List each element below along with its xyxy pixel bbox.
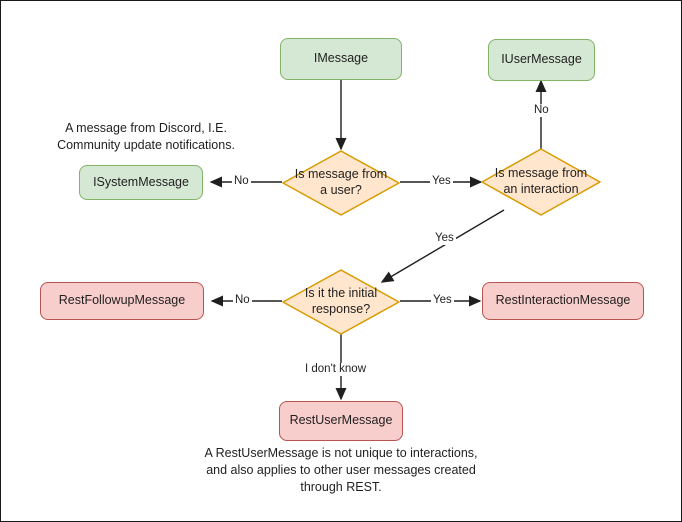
- node-isystemmessage[interactable]: ISystemMessage: [79, 165, 203, 200]
- node-is-message-from-interaction[interactable]: Is message from an interaction: [480, 147, 602, 217]
- node-is-message-from-user[interactable]: Is message from a user?: [281, 149, 401, 217]
- edge-label-user-yes: Yes: [430, 175, 453, 188]
- node-is-initial-response[interactable]: Is it the initial response?: [281, 268, 401, 336]
- node-is-message-from-user-label: Is message from a user?: [294, 167, 388, 197]
- node-restinteractionmessage-label: RestInteractionMessage: [495, 293, 631, 308]
- note-system-message: A message from Discord, I.E. Community u…: [57, 121, 235, 152]
- edge-label-initial-unknown: I don't know: [303, 363, 369, 376]
- node-restinteractionmessage[interactable]: RestInteractionMessage: [482, 282, 644, 320]
- node-isystemmessage-label: ISystemMessage: [93, 174, 189, 189]
- node-is-initial-response-label: Is it the initial response?: [304, 286, 378, 316]
- edge-label-initial-yes: Yes: [431, 294, 454, 307]
- note-rest-user-message: A RestUserMessage is not unique to inter…: [204, 446, 478, 494]
- node-restusermessage[interactable]: RestUserMessage: [279, 401, 403, 441]
- node-restfollowupmessage[interactable]: RestFollowupMessage: [40, 282, 204, 320]
- edge-label-interaction-no: No: [532, 104, 551, 117]
- node-restfollowupmessage-label: RestFollowupMessage: [58, 293, 186, 308]
- node-imessage[interactable]: IMessage: [280, 38, 402, 80]
- node-is-message-from-interaction-label: Is message from an interaction: [494, 166, 588, 196]
- node-iusermessage[interactable]: IUserMessage: [488, 39, 595, 81]
- node-imessage-label: IMessage: [313, 51, 369, 66]
- edge-label-user-no: No: [232, 175, 251, 188]
- node-iusermessage-label: IUserMessage: [501, 52, 582, 67]
- edge-label-interaction-yes: Yes: [433, 232, 456, 245]
- edge-label-initial-no: No: [233, 294, 252, 307]
- node-restusermessage-label: RestUserMessage: [289, 413, 393, 428]
